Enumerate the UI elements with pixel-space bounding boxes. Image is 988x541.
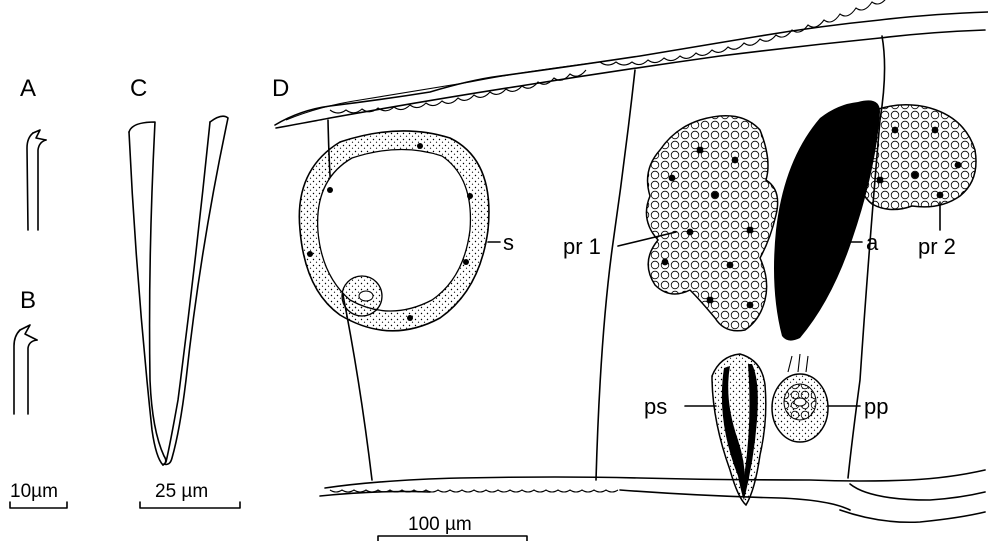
organ-prostate-1 <box>618 116 778 331</box>
organ-penial-seta <box>685 354 766 505</box>
panel-label-a: A <box>20 75 36 102</box>
scale-bar-ab-label: 10µm <box>10 481 58 502</box>
scale-bar-ab <box>10 502 67 508</box>
label-pr1: pr 1 <box>563 234 601 259</box>
label-s: s <box>503 230 514 255</box>
panel-label-d: D <box>272 75 289 102</box>
chaeta-c-drawing <box>129 116 228 465</box>
label-ps: ps <box>644 394 667 419</box>
scale-bar-c-label: 25 µm <box>155 481 208 502</box>
scale-bar-d-label: 100 µm <box>408 514 472 535</box>
organ-penial-papilla <box>772 354 860 442</box>
panel-label-b: B <box>20 287 36 314</box>
label-a: a <box>866 230 879 255</box>
organ-s <box>299 131 500 331</box>
panel-label-c: C <box>130 75 147 102</box>
label-pp: pp <box>864 394 888 419</box>
organ-atrium <box>774 100 880 340</box>
chaeta-b-drawing <box>14 325 37 414</box>
scale-bar-c <box>140 502 240 508</box>
label-pr2: pr 2 <box>918 234 956 259</box>
scale-bar-d <box>378 536 527 541</box>
chaeta-a-drawing <box>27 130 46 230</box>
